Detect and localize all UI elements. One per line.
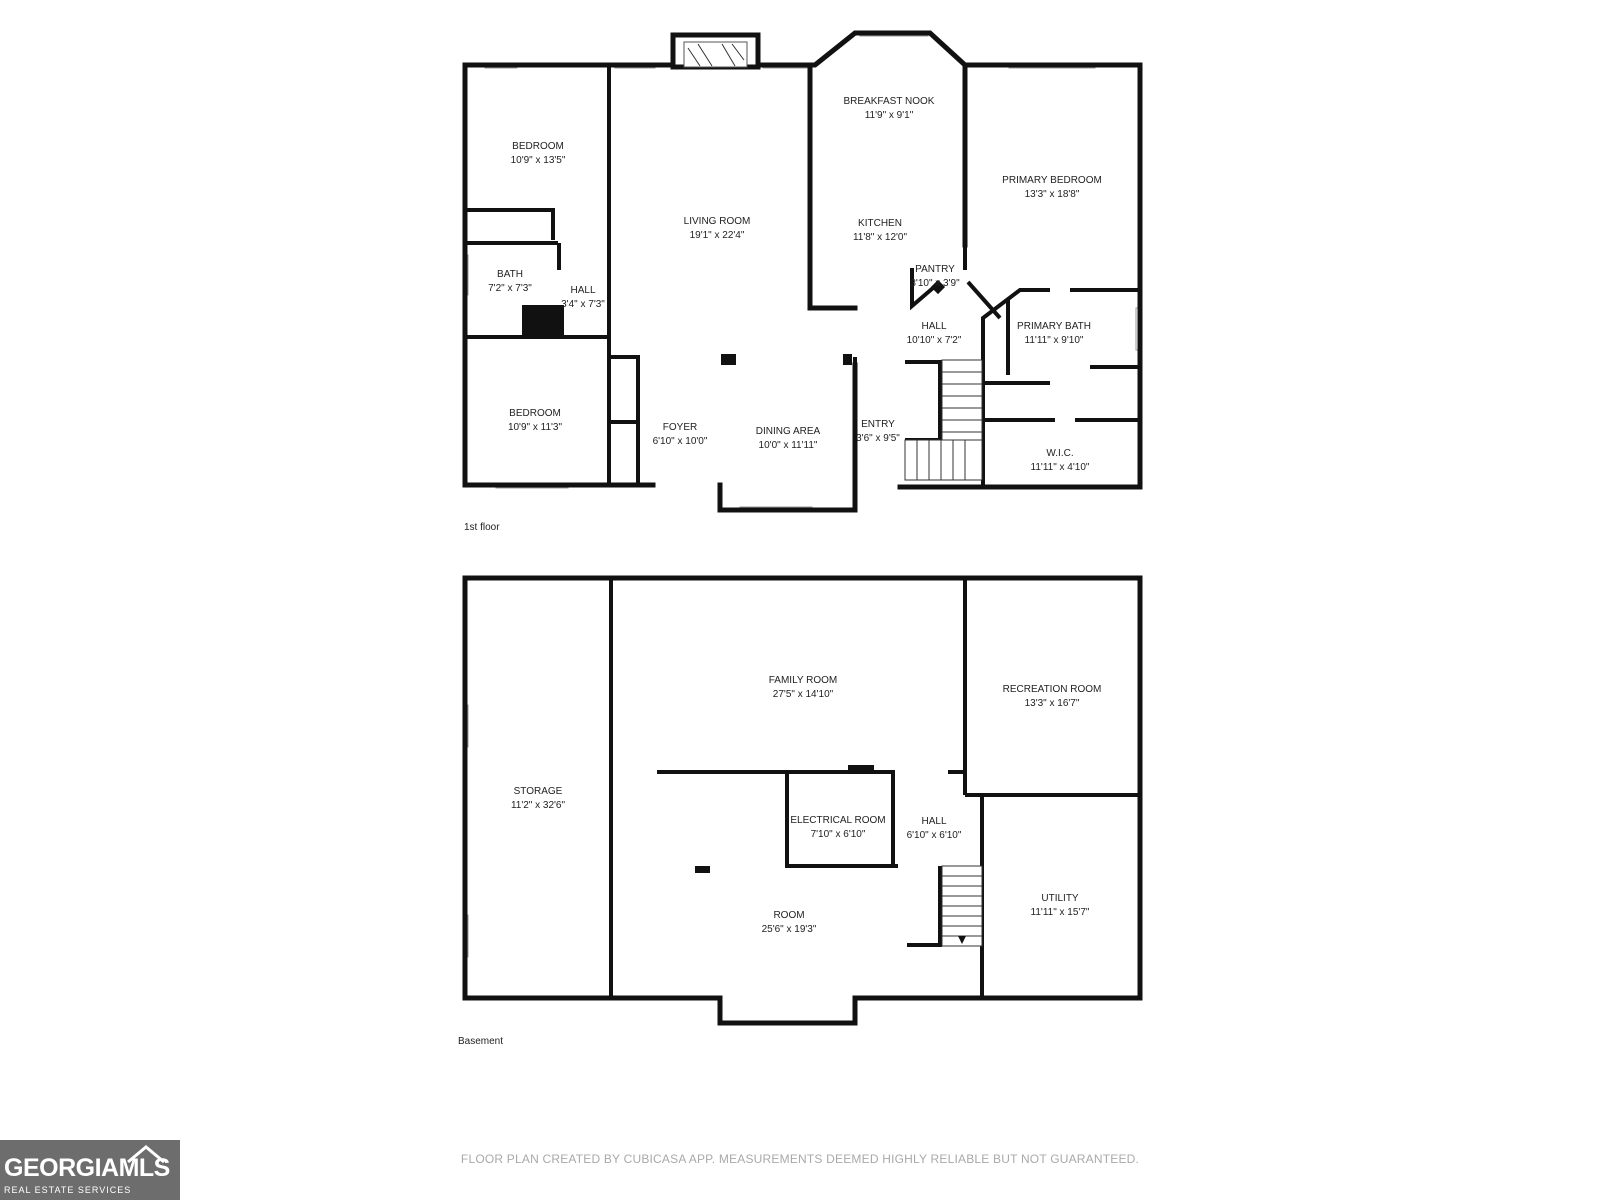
house-roof-icon: [127, 1145, 165, 1164]
first-floor-plan: BEDROOM 10'9" x 13'5" LIVING ROOM 19'1" …: [462, 30, 1143, 533]
room-name: BATH: [497, 269, 523, 280]
room-dimensions: 25'6" x 19'3": [762, 924, 817, 935]
staircase: [904, 359, 983, 481]
room-dimensions: 13'3" x 18'8": [1025, 189, 1080, 200]
room-dimensions: 6'10" x 6'10": [907, 830, 962, 841]
room-name: UTILITY: [1041, 893, 1079, 904]
room-name: LIVING ROOM: [684, 216, 751, 227]
room-dimensions: 11'11" x 4'10": [1031, 462, 1090, 473]
room-dimensions: 11'9" x 9'1": [865, 110, 914, 121]
beam-block: [848, 765, 874, 774]
room-name: KITCHEN: [858, 218, 902, 229]
room-dimensions: 10'0" x 11'11": [759, 440, 818, 451]
basement-plan: FAMILY ROOM 27'5" x 14'10" RECREATION RO…: [458, 575, 1143, 1047]
disclaimer-note: FLOOR PLAN CREATED BY CUBICASA APP. MEAS…: [460, 1152, 1140, 1166]
room-dimensions: 11'11" x 15'7": [1031, 907, 1090, 918]
room-dimensions: 3'10" x 3'9": [910, 278, 960, 289]
room-dimensions: 10'9" x 13'5": [511, 155, 566, 166]
room-name: DINING AREA: [756, 426, 821, 437]
exterior-walls: [462, 575, 1143, 1026]
logo-brand: GEORGIAMLS: [4, 1154, 170, 1182]
room-dimensions: 11'11" x 9'10": [1025, 335, 1084, 346]
staircase: [941, 865, 983, 947]
closet-block: [522, 305, 564, 337]
room-dimensions: 10'10" x 7'2": [907, 335, 962, 346]
hearth: [683, 41, 748, 68]
room-dimensions: 19'1" x 22'4": [690, 230, 745, 241]
room-dimensions: 3'6" x 9'5": [856, 433, 900, 444]
logo-subtitle: REAL ESTATE SERVICES: [4, 1185, 132, 1195]
room-dimensions: 13'3" x 16'7": [1025, 698, 1080, 709]
room-dimensions: 10'9" x 11'3": [508, 422, 563, 433]
room-name: HALL: [570, 285, 595, 296]
room-name: FAMILY ROOM: [769, 675, 838, 686]
room-name: W.I.C.: [1046, 448, 1073, 459]
room-name: HALL: [921, 816, 946, 827]
column: [695, 866, 710, 873]
room-dimensions: 11'8" x 12'0": [853, 232, 908, 243]
room-name: HALL: [921, 321, 946, 332]
floor-label: Basement: [458, 1036, 503, 1047]
pantry-corner: [930, 279, 946, 295]
room-dimensions: 27'5" x 14'10": [773, 689, 834, 700]
room-name: BEDROOM: [509, 408, 561, 419]
room-name: PRIMARY BEDROOM: [1002, 175, 1102, 186]
floor-plan: BEDROOM 10'9" x 13'5" LIVING ROOM 19'1" …: [458, 30, 1143, 1047]
room-name: FOYER: [663, 422, 697, 433]
room-dimensions: 6'10" x 10'0": [653, 436, 708, 447]
column: [843, 354, 852, 365]
room-name: ROOM: [773, 910, 804, 921]
exterior-walls: [462, 30, 1143, 513]
room-name: BREAKFAST NOOK: [844, 96, 935, 107]
room-dimensions: 7'2" x 7'3": [488, 283, 532, 294]
room-name: PRIMARY BATH: [1017, 321, 1091, 332]
room-name: STORAGE: [514, 786, 563, 797]
interior-walls: [465, 65, 1140, 487]
room-name: BEDROOM: [512, 141, 564, 152]
room-name: RECREATION ROOM: [1003, 684, 1102, 695]
room-dimensions: 7'10" x 6'10": [811, 829, 866, 840]
room-dimensions: 3'4" x 7'3": [561, 299, 605, 310]
column: [721, 354, 736, 365]
floor-label: 1st floor: [464, 522, 500, 533]
room-name: ELECTRICAL ROOM: [790, 815, 885, 826]
interior-walls: [609, 578, 1140, 998]
room-dimensions: 11'2" x 32'6": [511, 800, 566, 811]
room-name: PANTRY: [915, 264, 955, 275]
georgia-mls-logo: GEORGIAMLS REAL ESTATE SERVICES: [0, 1140, 180, 1200]
room-name: ENTRY: [861, 419, 895, 430]
